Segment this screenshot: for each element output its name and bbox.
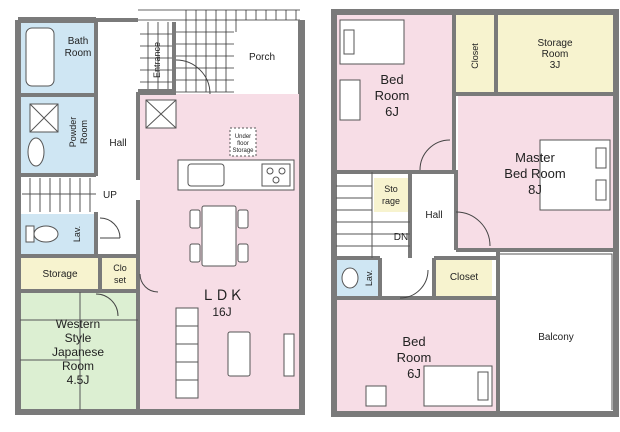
label-up: UP [103,190,117,201]
kitchen-sink [187,163,225,187]
porch-area [176,16,300,94]
entrance-tiles [138,9,300,93]
first-floor-outer-wall [15,17,305,415]
tv-stand [283,333,295,377]
closet-top-room [456,14,496,92]
label-closet-top: Closet [470,43,480,69]
label-porch: Porch [249,52,275,63]
desk-1 [339,79,361,121]
first-floor-plan [15,9,305,415]
label-hall-2f: Hall [425,210,442,221]
entrance-door [175,59,211,95]
label-balcony: Balcony [538,332,574,343]
porch-wall [96,18,302,94]
second-floor-plan [331,9,619,417]
bed-2-door [399,269,429,299]
hall-1f [98,22,138,256]
chair-2 [189,243,201,263]
refrigerator-mark [145,99,177,129]
stove [261,163,291,187]
sofa-cushions [176,325,198,381]
under-floor-storage-box [229,127,257,157]
label-hall-1f: Hall [109,138,126,149]
desk-2 [365,385,387,407]
pillow-1 [343,29,355,55]
balcony-area [500,252,614,414]
label-closet-mid: Closet [450,272,479,283]
storage-room-1f [20,258,100,290]
label-storage-1f: Storage [42,269,77,280]
toilet-tank-1f [25,225,35,243]
burner-2 [278,167,286,175]
tatami-lines [20,292,138,410]
hall-2f [410,172,456,258]
burner-3 [272,176,280,184]
ldk-door [139,273,159,293]
label-entrance: Entrance [152,42,162,78]
western-door [95,293,119,317]
stair-lines-1f [22,178,96,212]
hall-door-1f [99,217,121,239]
western-room [20,292,138,410]
washer-mark [29,103,59,133]
pillow-master-1 [595,147,607,169]
pillow-2 [477,371,489,401]
chair-3 [237,209,249,229]
closet-mid-room [436,260,492,296]
powder-sink [27,137,45,167]
first-floor-inner-walls [20,20,176,412]
master-door [455,211,491,247]
stair-lines-2f [336,172,410,258]
dining-table [201,205,237,267]
burner-1 [266,167,274,175]
closet-room-1f [102,258,138,290]
balcony-rail [500,253,613,410]
label-lav-1f: Lav. [72,226,82,242]
toilet-2f [341,267,359,289]
sofa [175,307,199,399]
second-floor-inner-walls [334,12,616,414]
second-floor-outer-wall [331,9,619,417]
label-dn: DN [394,232,408,243]
coffee-table [227,331,251,377]
toilet-1f [33,225,59,243]
bed-1-door [419,139,451,171]
label-lav-2f: Lav. [364,270,374,286]
label-powder-room: PowderRoom [68,117,89,148]
storage-room-2f [498,14,614,94]
chair-1 [189,209,201,229]
pillow-master-2 [595,179,607,201]
storage-small-room [374,178,408,212]
bathtub [25,27,55,87]
chair-4 [237,243,249,263]
